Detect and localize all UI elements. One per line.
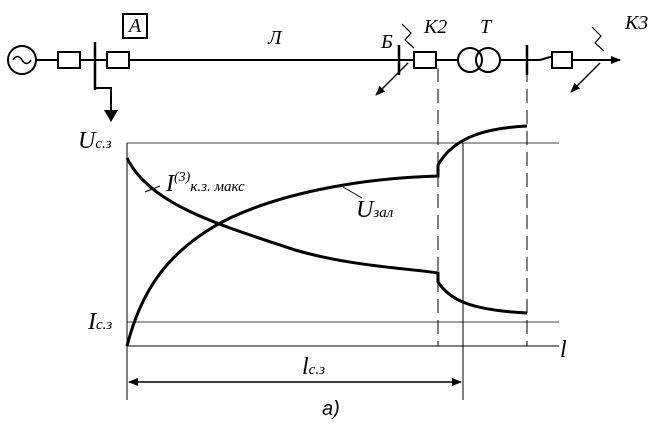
distance-axis-label: l [560, 337, 567, 363]
breaker-2 [106, 51, 130, 69]
fault-k3-label: К3 [625, 12, 649, 34]
graph [125, 68, 559, 400]
generator-sine-icon [12, 55, 32, 65]
breaker-3 [413, 51, 437, 69]
residual-voltage-curve [125, 124, 528, 347]
uzal-leader-line [342, 186, 363, 199]
single-line-schematic [7, 23, 621, 110]
fault-k3-lightning-icon [591, 26, 605, 52]
i-setting-label: Iс.з [88, 309, 113, 335]
fault-k2-label: К2 [424, 16, 448, 38]
bus-b-label: Б [381, 31, 393, 53]
breaker-4 [551, 51, 573, 69]
ik-leader-line [144, 185, 161, 193]
relay-box-label: А [122, 13, 148, 39]
fault-current-curve [125, 157, 528, 315]
fault-k2-lightning-icon [401, 23, 415, 49]
feeder-arrowhead [104, 110, 118, 122]
u-setting-label: Uс.з [78, 128, 112, 154]
breaker-1 [57, 51, 81, 69]
zone-length-label: lс.з [302, 354, 325, 380]
figure-caption: а) [322, 398, 340, 420]
fault-k3-arrow [570, 62, 601, 93]
line-label: Л [268, 27, 282, 49]
outgoing-feeder [95, 87, 112, 110]
residual-voltage-label: Uзал [356, 197, 394, 223]
fault-current-label: I(3)к.з. макс [166, 170, 245, 197]
transformer-label: Т [480, 16, 492, 38]
transformer-winding-1 [457, 47, 483, 73]
transformer-winding-2 [475, 47, 501, 73]
fault-k2-arrow [375, 62, 409, 96]
outgoing-link [527, 56, 552, 61]
